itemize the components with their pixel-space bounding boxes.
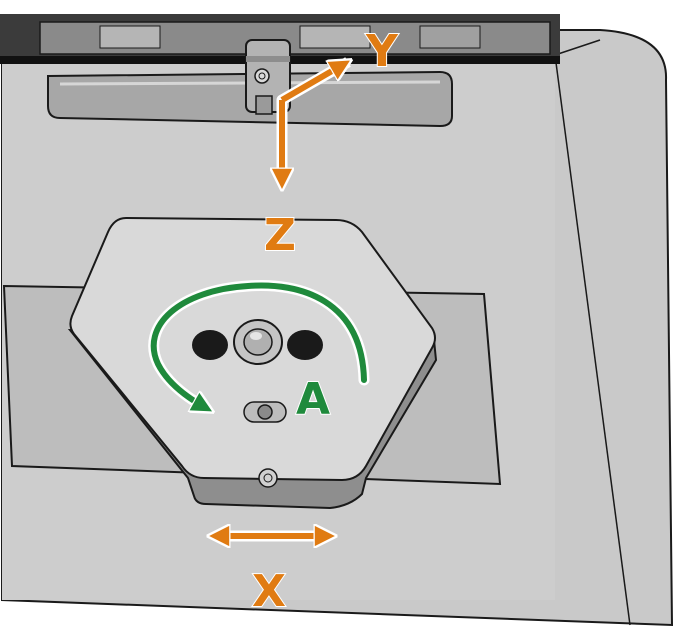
rotation-label: A [296, 374, 330, 425]
x-axis-label: X [252, 566, 286, 617]
spindle-block [245, 39, 291, 115]
rotation-arrow-stroke [150, 282, 367, 408]
center-pin [233, 319, 283, 365]
front-screw [258, 468, 278, 488]
stage-holes [192, 330, 323, 360]
y-axis-label: Y [365, 26, 399, 77]
slot-screw [243, 401, 287, 423]
y-axis-arrow [280, 64, 344, 103]
z-axis-label: Z [264, 210, 296, 261]
